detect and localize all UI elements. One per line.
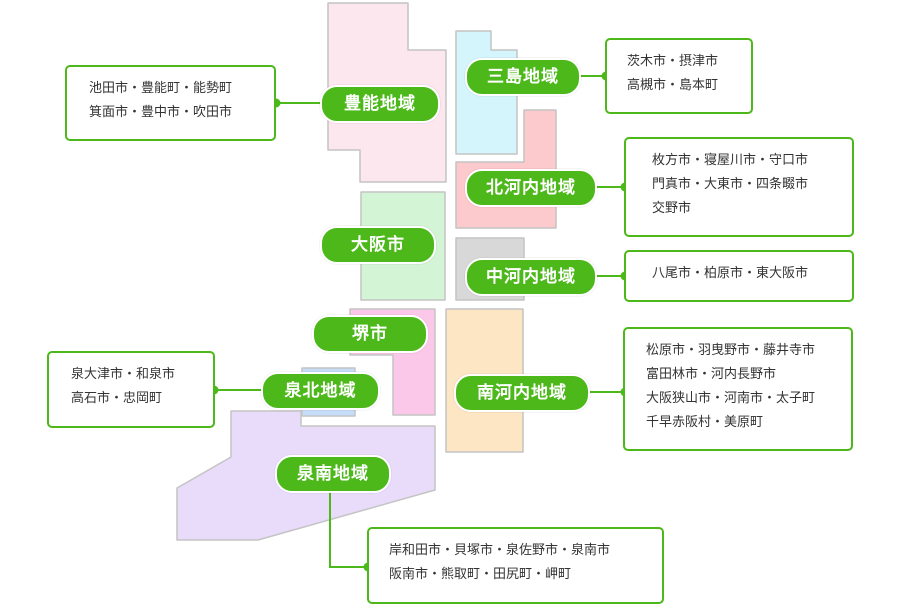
city-line: 千早赤阪村・美原町 — [646, 415, 764, 430]
region-label-osaka[interactable]: 大阪市 — [320, 226, 436, 264]
cities-box-sennan: 岸和田市・貝塚市・泉佐野市・泉南市 阪南市・熊取町・田尻町・岬町 — [367, 527, 664, 604]
region-label-senboku[interactable]: 泉北地域 — [261, 372, 380, 410]
city-line: 泉大津市・和泉市 — [71, 367, 176, 382]
city-line: 高石市・忠岡町 — [71, 391, 163, 406]
city-line: 大阪狭山市・河南市・太子町 — [646, 391, 816, 406]
city-line: 枚方市・寝屋川市・守口市 — [652, 153, 809, 168]
city-line: 岸和田市・貝塚市・泉佐野市・泉南市 — [389, 543, 611, 558]
cities-box-nakakawachi: 八尾市・柏原市・東大阪市 — [624, 250, 854, 302]
region-label-kitakawachi[interactable]: 北河内地域 — [465, 169, 597, 207]
cities-box-kitakawachi: 枚方市・寝屋川市・守口市 門真市・大東市・四条畷市 交野市 — [624, 137, 854, 237]
city-line: 池田市・豊能町・能勢町 — [89, 81, 233, 96]
city-line: 箕面市・豊中市・吹田市 — [89, 105, 233, 120]
city-line: 茨木市・摂津市 — [627, 54, 719, 69]
region-label-minamikawachi[interactable]: 南河内地域 — [454, 374, 590, 412]
region-label-sakai[interactable]: 堺市 — [312, 315, 428, 353]
city-line: 八尾市・柏原市・東大阪市 — [652, 266, 809, 281]
city-line: 阪南市・熊取町・田尻町・岬町 — [389, 567, 572, 582]
city-line: 交野市 — [652, 201, 692, 216]
cities-box-mishima: 茨木市・摂津市 高槻市・島本町 — [605, 38, 753, 114]
cities-box-toyono: 池田市・豊能町・能勢町 箕面市・豊中市・吹田市 — [65, 65, 276, 141]
region-label-nakakawachi[interactable]: 中河内地域 — [465, 258, 597, 296]
city-line: 門真市・大東市・四条畷市 — [652, 177, 809, 192]
cities-box-senboku: 泉大津市・和泉市 高石市・忠岡町 — [47, 351, 215, 428]
region-label-sennan[interactable]: 泉南地域 — [275, 455, 391, 493]
region-label-toyono[interactable]: 豊能地域 — [320, 85, 440, 123]
city-line: 高槻市・島本町 — [627, 78, 719, 93]
city-line: 富田林市・河内長野市 — [646, 367, 777, 382]
region-label-mishima[interactable]: 三島地域 — [465, 58, 581, 96]
connector-sennan — [329, 492, 368, 568]
cities-box-minamikawachi: 松原市・羽曳野市・藤井寺市 富田林市・河内長野市 大阪狭山市・河南市・太子町 千… — [623, 327, 853, 451]
city-line: 松原市・羽曳野市・藤井寺市 — [646, 343, 816, 358]
